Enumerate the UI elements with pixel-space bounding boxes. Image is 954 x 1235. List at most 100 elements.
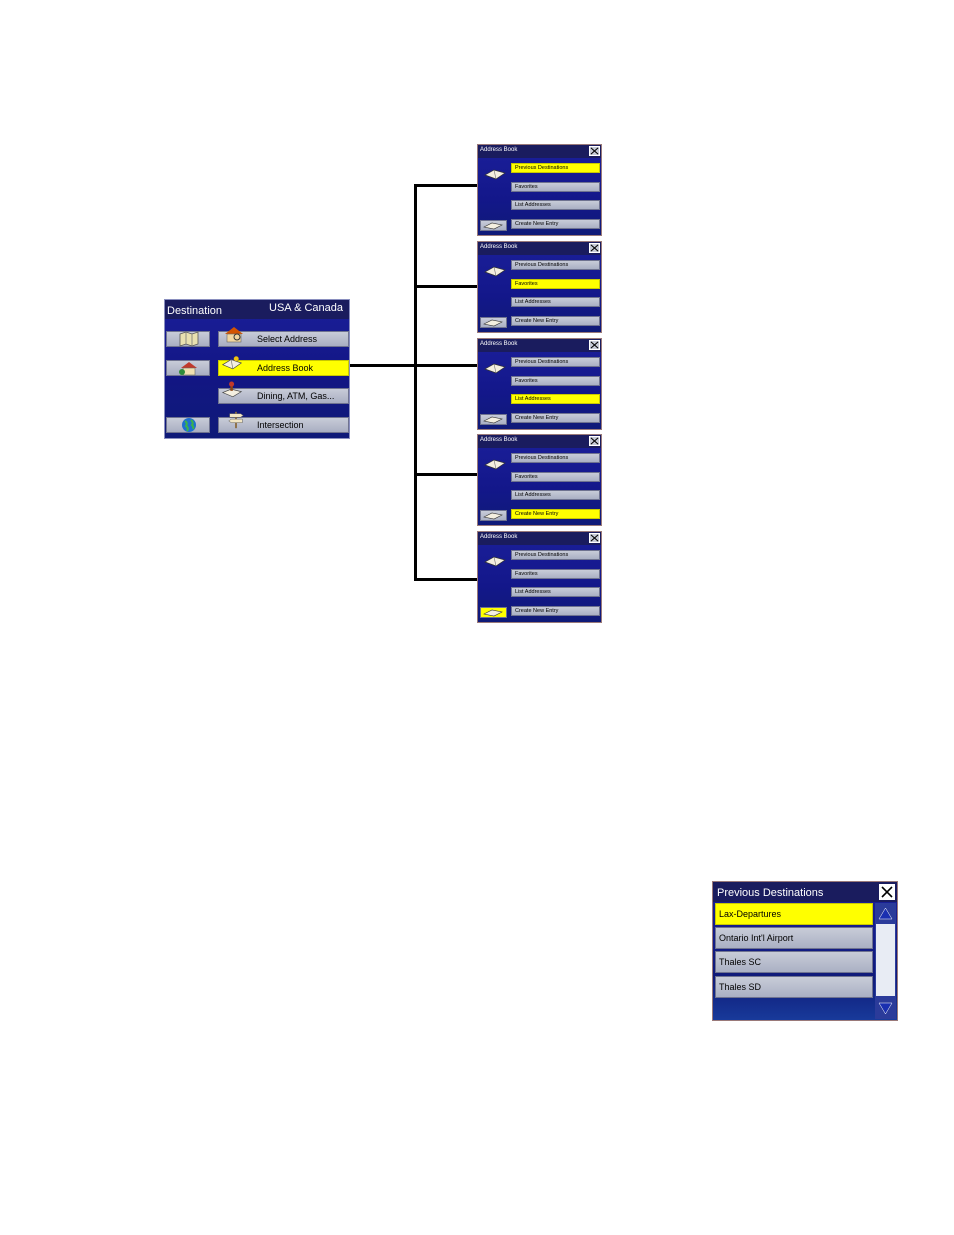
- new-entry-side-button[interactable]: [480, 317, 507, 328]
- address-book-icon: [221, 356, 243, 370]
- globe-icon: [182, 418, 196, 432]
- destination-header: Destination USA & Canada: [165, 300, 349, 319]
- address-book-button[interactable]: Address Book: [218, 360, 349, 376]
- new-entry-side-button[interactable]: [480, 220, 507, 231]
- favorites-button[interactable]: Favorites: [511, 376, 600, 386]
- previous-destinations-button[interactable]: Previous Destinations: [511, 163, 600, 173]
- scroll-down-icon[interactable]: [878, 1001, 893, 1016]
- close-icon[interactable]: [879, 884, 895, 900]
- address-book-title: Address Book: [480, 534, 518, 540]
- previous-destinations-label: Previous Destinations: [515, 359, 569, 365]
- address-book-panel-favorites: Address Book Previous Destinations Favor…: [477, 241, 602, 333]
- signpost-icon: [228, 411, 244, 429]
- new-entry-side-button[interactable]: [480, 414, 507, 425]
- destination-row-label: Ontario Int'l Airport: [719, 933, 794, 943]
- map-button[interactable]: [166, 331, 210, 347]
- favorites-label: Favorites: [515, 474, 538, 480]
- address-book-icon: [484, 363, 506, 374]
- close-icon[interactable]: [589, 146, 600, 156]
- favorites-label: Favorites: [515, 184, 538, 190]
- destination-row-lax-departures[interactable]: Lax-Departures: [715, 903, 873, 925]
- scroll-up-icon[interactable]: [878, 906, 893, 921]
- address-book-panel-side: Address Book Previous Destinations Favor…: [477, 531, 602, 623]
- close-icon[interactable]: [589, 533, 600, 543]
- favorites-button[interactable]: Favorites: [511, 472, 600, 482]
- scroll-track[interactable]: [876, 924, 895, 996]
- new-entry-side-button[interactable]: [480, 510, 507, 521]
- connector-branch-5: [414, 578, 478, 581]
- address-book-panel-create: Address Book Previous Destinations Favor…: [477, 434, 602, 526]
- favorites-button[interactable]: Favorites: [511, 569, 600, 579]
- destination-row-label: Lax-Departures: [719, 909, 782, 919]
- close-icon[interactable]: [589, 243, 600, 253]
- scrollbar[interactable]: [875, 903, 896, 1019]
- create-new-entry-label: Create New Entry: [515, 221, 559, 227]
- destination-row-thales-sc[interactable]: Thales SC: [715, 951, 873, 973]
- list-addresses-label: List Addresses: [515, 299, 551, 305]
- favorites-label: Favorites: [515, 281, 538, 287]
- map-icon: [179, 331, 199, 347]
- dining-map-icon: [221, 381, 243, 398]
- create-new-entry-button[interactable]: Create New Entry: [511, 509, 600, 519]
- create-new-entry-button[interactable]: Create New Entry: [511, 219, 600, 229]
- address-book-header: Address Book: [478, 435, 601, 448]
- address-book-title: Address Book: [480, 437, 518, 443]
- intersection-label: Intersection: [257, 420, 304, 430]
- close-icon[interactable]: [589, 340, 600, 350]
- address-book-icon: [484, 459, 506, 470]
- list-addresses-label: List Addresses: [515, 492, 551, 498]
- address-book-panel-previous: Address Book Previous Destinations Favor…: [477, 144, 602, 236]
- destination-row-label: Thales SC: [719, 957, 762, 967]
- previous-destinations-button[interactable]: Previous Destinations: [511, 260, 600, 270]
- list-addresses-button[interactable]: List Addresses: [511, 200, 600, 210]
- new-entry-icon: [483, 222, 503, 230]
- previous-destinations-title: Previous Destinations: [717, 887, 824, 899]
- list-addresses-button[interactable]: List Addresses: [511, 394, 600, 404]
- create-new-entry-button[interactable]: Create New Entry: [511, 413, 600, 423]
- previous-destinations-panel: Previous Destinations Lax-Departures Ont…: [712, 881, 898, 1021]
- select-address-button[interactable]: Select Address: [218, 331, 349, 347]
- list-addresses-button[interactable]: List Addresses: [511, 297, 600, 307]
- list-addresses-button[interactable]: List Addresses: [511, 490, 600, 500]
- create-new-entry-button[interactable]: Create New Entry: [511, 316, 600, 326]
- new-entry-icon: [483, 609, 503, 617]
- connector-horizontal: [350, 364, 416, 367]
- connector-branch-3: [414, 364, 478, 367]
- house-icon: [225, 327, 243, 343]
- close-icon[interactable]: [589, 436, 600, 446]
- intersection-button[interactable]: Intersection: [218, 417, 349, 433]
- dining-atm-gas-button[interactable]: Dining, ATM, Gas...: [218, 388, 349, 404]
- address-book-header: Address Book: [478, 242, 601, 255]
- previous-destinations-label: Previous Destinations: [515, 262, 569, 268]
- new-entry-side-button[interactable]: [480, 607, 507, 618]
- destination-menu: Destination USA & Canada Select Address …: [164, 299, 350, 439]
- favorites-label: Favorites: [515, 571, 538, 577]
- list-addresses-label: List Addresses: [515, 589, 551, 595]
- address-book-icon: [484, 556, 506, 567]
- new-entry-icon: [483, 512, 503, 520]
- list-addresses-button[interactable]: List Addresses: [511, 587, 600, 597]
- address-book-icon: [484, 266, 506, 277]
- address-book-title: Address Book: [480, 244, 518, 250]
- favorites-button[interactable]: Favorites: [511, 182, 600, 192]
- home-button[interactable]: [166, 360, 210, 376]
- region-label: USA & Canada: [269, 302, 343, 314]
- home-icon: [179, 362, 197, 376]
- previous-destinations-button[interactable]: Previous Destinations: [511, 357, 600, 367]
- connector-branch-4: [414, 473, 478, 476]
- create-new-entry-label: Create New Entry: [515, 318, 559, 324]
- previous-destinations-button[interactable]: Previous Destinations: [511, 550, 600, 560]
- list-addresses-label: List Addresses: [515, 202, 551, 208]
- globe-button[interactable]: [166, 417, 210, 433]
- create-new-entry-label: Create New Entry: [515, 608, 559, 614]
- destination-row-ontario-airport[interactable]: Ontario Int'l Airport: [715, 927, 873, 949]
- address-book-panel-list: Address Book Previous Destinations Favor…: [477, 338, 602, 430]
- address-book-header: Address Book: [478, 532, 601, 545]
- address-book-header: Address Book: [478, 339, 601, 352]
- previous-destinations-button[interactable]: Previous Destinations: [511, 453, 600, 463]
- favorites-button[interactable]: Favorites: [511, 279, 600, 289]
- connector-vertical: [414, 184, 417, 581]
- destination-row-thales-sd[interactable]: Thales SD: [715, 976, 873, 998]
- new-entry-icon: [483, 416, 503, 424]
- create-new-entry-button[interactable]: Create New Entry: [511, 606, 600, 616]
